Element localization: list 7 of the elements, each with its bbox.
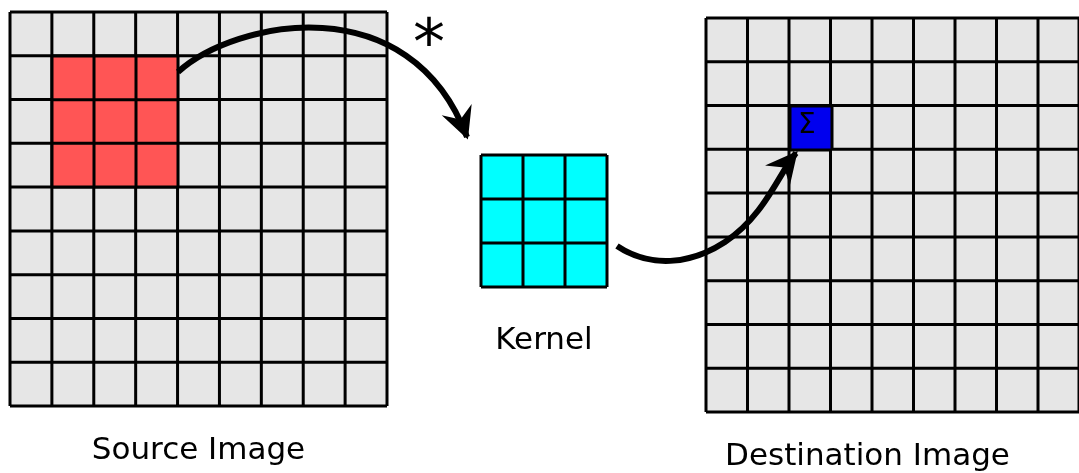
image-caption: Kernel xyxy=(495,320,593,356)
sum-symbol: Σ xyxy=(798,110,816,138)
curved-arrow xyxy=(615,150,799,264)
image-caption: Source Image xyxy=(91,430,306,466)
image-caption: Destination Image xyxy=(725,436,1010,472)
curved-arrow xyxy=(176,25,470,140)
edge-label: * xyxy=(413,10,445,74)
